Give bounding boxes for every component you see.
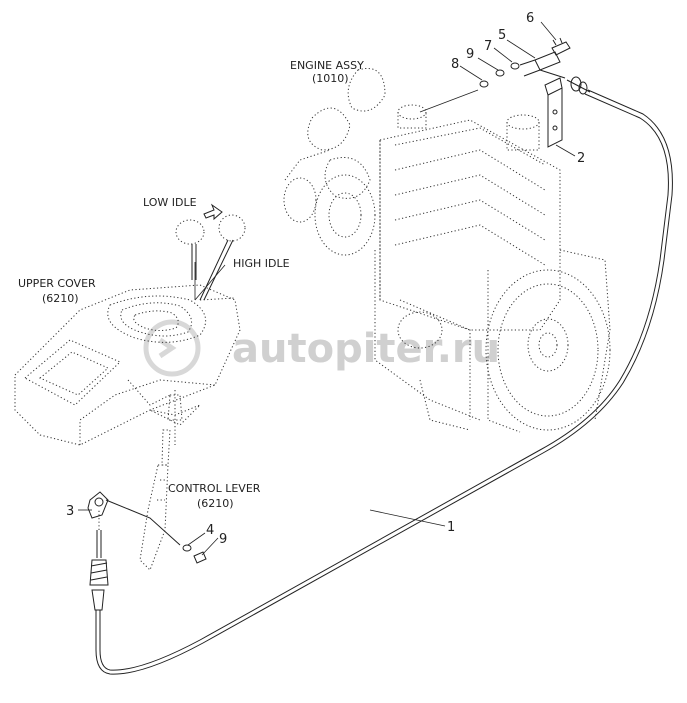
control-lever-label: CONTROL LEVER bbox=[168, 482, 261, 495]
callout-3: 3 bbox=[66, 504, 74, 519]
callout-6: 6 bbox=[526, 11, 534, 26]
callout-leaders bbox=[78, 21, 576, 556]
callout-4: 4 bbox=[206, 523, 214, 538]
upper-cover-label: UPPER COVER bbox=[18, 277, 96, 290]
engine-end-fittings bbox=[479, 37, 571, 88]
engine-assy-code: (1010) bbox=[312, 72, 349, 85]
callout-5: 5 bbox=[498, 28, 506, 43]
callout-2: 2 bbox=[577, 151, 585, 166]
control-lever-code: (6210) bbox=[197, 497, 234, 510]
control-cable-1 bbox=[89, 76, 673, 675]
upper-cover-drawing bbox=[14, 203, 246, 446]
engine-assembly-drawing bbox=[283, 68, 611, 433]
callout-7: 7 bbox=[484, 39, 492, 54]
lever-end-fittings bbox=[87, 491, 207, 564]
control-lever-drawing bbox=[139, 390, 201, 571]
upper-cover-code: (6210) bbox=[42, 292, 79, 305]
callout-9-top: 9 bbox=[466, 47, 474, 62]
watermark: autopiter.ru bbox=[143, 319, 500, 377]
callout-1: 1 bbox=[447, 520, 455, 535]
high-idle-label: HIGH IDLE bbox=[233, 257, 290, 270]
callout-9-bottom: 9 bbox=[219, 532, 227, 547]
low-idle-label: LOW IDLE bbox=[143, 196, 197, 209]
engine-assy-label: ENGINE ASSY bbox=[290, 59, 364, 72]
watermark-text: autopiter.ru bbox=[232, 326, 500, 372]
callout-8: 8 bbox=[451, 57, 459, 72]
bracket-2 bbox=[544, 77, 563, 148]
